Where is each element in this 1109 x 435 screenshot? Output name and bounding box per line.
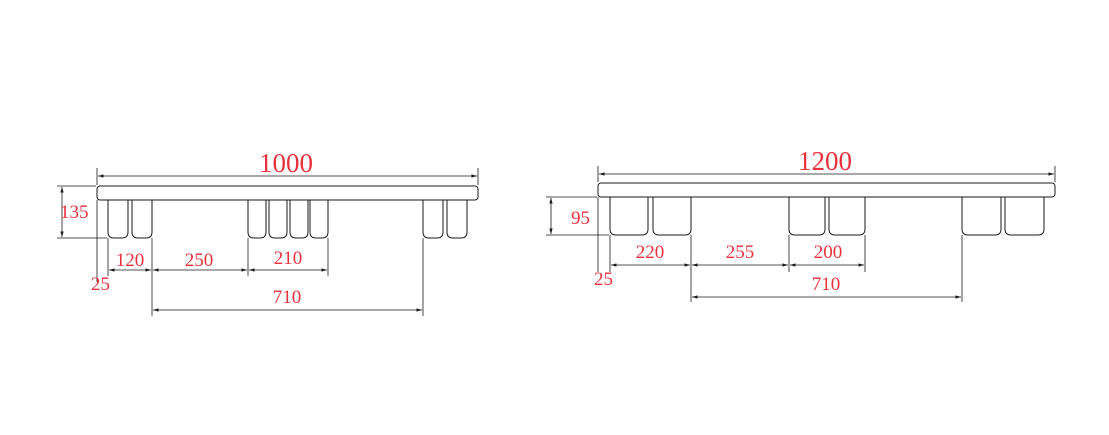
right-dim-b-label: 255 [726,242,755,263]
right-height-label: 95 [571,208,590,229]
left-span-label: 710 [273,287,302,308]
left-foot-3 [247,200,267,239]
right-length-label: 1200 [798,146,852,176]
left-foot-7 [422,200,444,239]
right-foot-3 [788,197,826,236]
left-dim-c-label: 210 [274,248,303,269]
right-bottom-dimensions: 25 220 255 200 710 [594,197,963,302]
left-dim-b-label: 250 [185,250,214,271]
right-foot-6 [1004,197,1045,236]
left-pallet-feet [107,200,468,239]
left-foot-4 [268,200,288,239]
left-dim-a-label: 120 [116,250,145,271]
right-deck-board [597,182,1056,198]
left-length-dimension: 1000 [96,148,479,185]
left-foot-5 [289,200,309,239]
left-edge-offset-label: 25 [91,274,110,295]
right-foot-4 [828,197,866,236]
right-foot-5 [961,197,1002,236]
right-foot-2 [652,197,692,236]
left-pallet: 1000 135 25 120 250 210 710 [57,148,479,316]
right-height-dimension: 95 [546,196,609,236]
left-deck-board [96,185,479,201]
left-height-label: 135 [60,202,89,223]
left-height-dimension: 135 [57,185,107,239]
right-foot-1 [609,197,649,236]
right-dim-a-label: 220 [636,242,665,263]
left-foot-1 [107,200,129,239]
left-foot-6 [309,200,329,239]
left-foot-8 [446,200,468,239]
right-length-dimension: 1200 [597,146,1056,182]
left-foot-2 [131,200,153,239]
left-bottom-dimensions: 25 120 250 210 710 [91,200,424,316]
right-pallet-feet [609,197,1045,236]
right-dim-c-label: 200 [814,242,843,263]
right-pallet: 1200 95 25 220 255 200 710 [546,146,1056,302]
left-length-label: 1000 [259,148,313,178]
right-edge-offset-label: 25 [594,269,613,290]
right-span-label: 710 [812,274,841,295]
